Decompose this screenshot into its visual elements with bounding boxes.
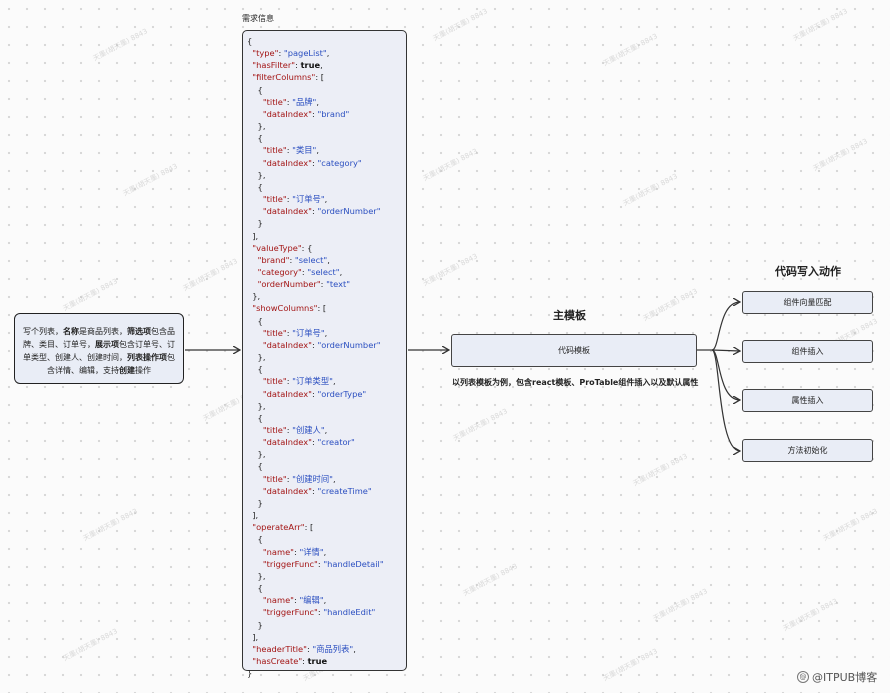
code-line: { [247,133,263,144]
code-line: { [247,461,263,472]
code-line: "hasCreate": true [252,655,328,666]
requirement-segment: 包含订单号、订单类型、创建人、创建时间， [23,340,175,362]
code-line: "dataIndex": "creator" [262,437,355,448]
logo-text: @ITPUB博客 [812,671,878,684]
requirement-segment: 包含详情、编辑，支持 [47,353,175,375]
code-line: } [247,497,263,508]
code-line: "dataIndex": "orderNumber" [262,339,381,350]
code-line: "operateArr": [ [252,522,314,533]
action-label: 组件向量匹配 [783,298,832,307]
code-line: "title": "创建人", [262,425,328,435]
code-line: "hasFilter": true, [252,60,323,71]
requirement-keyword: 名称 [63,327,79,336]
code-line: }, [247,400,266,411]
itpub-logo: @ @ITPUB博客 [797,669,877,685]
code-line: { [247,36,253,46]
code-line: { [247,534,263,545]
code-line: "orderNumber": "text" [257,279,351,290]
requirement-segment: 是商品列表， [79,327,127,336]
code-line: } [247,619,263,630]
code-line: "headerTitle": "商品列表", [252,643,356,654]
code-line: ], [247,631,259,642]
branch-3 [711,349,740,400]
requirement-segment: 写个列表， [23,327,63,336]
code-line: "dataIndex": "createTime" [262,485,372,496]
code-line: "showColumns": [ [252,303,327,314]
code-line: { [247,412,263,423]
action-label: 属性插入 [791,396,824,405]
requirement-keyword: 创建 [119,366,135,375]
code-line: "title": "类目", [262,145,319,156]
requirement-keyword: 列表操作项 [127,353,167,362]
code-line: "filterColumns": [ [252,72,324,83]
code-line: "name": "编辑", [262,595,327,606]
actions-title: 代码写入动作 [775,265,841,278]
code-line: { [247,364,263,375]
code-line: { [247,315,263,326]
code-line: "valueType": { [252,242,313,253]
code-line: }, [247,570,266,581]
json-panel: { "type": "pageList", "hasFilter": true,… [242,30,407,678]
requirement-segment: 包含品牌、类目、订单号， [23,327,175,349]
branch-4 [711,349,740,451]
code-line: ], [247,510,259,521]
code-line: "dataIndex": "orderNumber" [262,206,381,217]
action-node-vector-match: 组件向量匹配 [742,291,873,314]
code-line: "category": "select", [257,266,343,277]
code-line: }, [247,121,266,132]
code-line: "dataIndex": "brand" [262,108,350,119]
requirement-text: 写个列表，名称是商品列表，筛选项包含品牌、类目、订单号，展示项包含订单号、订单类… [23,327,175,375]
code-line: "type": "pageList", [252,48,330,59]
code-line: "dataIndex": "category" [262,157,362,168]
requirement-keyword: 展示项 [95,340,119,349]
code-line: "title": "订单号", [262,327,328,338]
code-line: "brand": "select", [257,254,330,265]
requirement-text-box: 写个列表，名称是商品列表，筛选项包含品牌、类目、订单号，展示项包含订单号、订单类… [14,313,184,384]
code-line: "dataIndex": "orderType" [262,388,367,399]
code-line: "triggerFunc": "handleEdit" [262,607,376,618]
code-line: } [247,668,253,679]
code-line: "title": "订单号", [262,194,328,205]
code-line: }, [247,352,266,363]
requirement-segment: 操作 [135,366,151,375]
code-line: { [247,583,263,594]
requirement-keyword: 筛选项 [127,327,151,336]
code-line: ], [247,230,259,241]
code-line: }, [247,291,261,302]
action-node-method-init: 方法初始化 [742,439,873,462]
branch-1 [711,302,740,351]
code-line: "title": "创建时间", [262,473,336,484]
main-template-description: 以列表模板为例，包含react模板、ProTable组件插入以及默认属性 [452,378,699,387]
json-panel-caption: 需求信息 [242,14,274,23]
action-label: 组件插入 [791,347,824,356]
action-node-attribute-insert: 属性插入 [742,389,873,412]
action-label: 方法初始化 [787,446,828,455]
code-line: { [247,181,263,192]
branch-2 [711,350,740,351]
code-line: "title": "品牌", [262,96,319,107]
code-line: "triggerFunc": "handleDetail" [262,558,384,569]
code-line: } [247,218,263,229]
logo-mark-icon: @ [797,671,809,683]
code-line: }, [247,169,266,180]
code-template-label: 代码模板 [558,346,590,355]
main-template-title: 主模板 [553,309,586,322]
action-node-component-insert: 组件插入 [742,340,873,363]
code-line: "title": "订单类型", [262,376,336,387]
code-template-node: 代码模板 [451,334,697,367]
code-line: "name": "详情", [262,546,327,557]
code-line: { [247,84,263,95]
json-code: { "type": "pageList", "hasFilter": true,… [247,35,406,679]
code-line: }, [247,449,266,460]
